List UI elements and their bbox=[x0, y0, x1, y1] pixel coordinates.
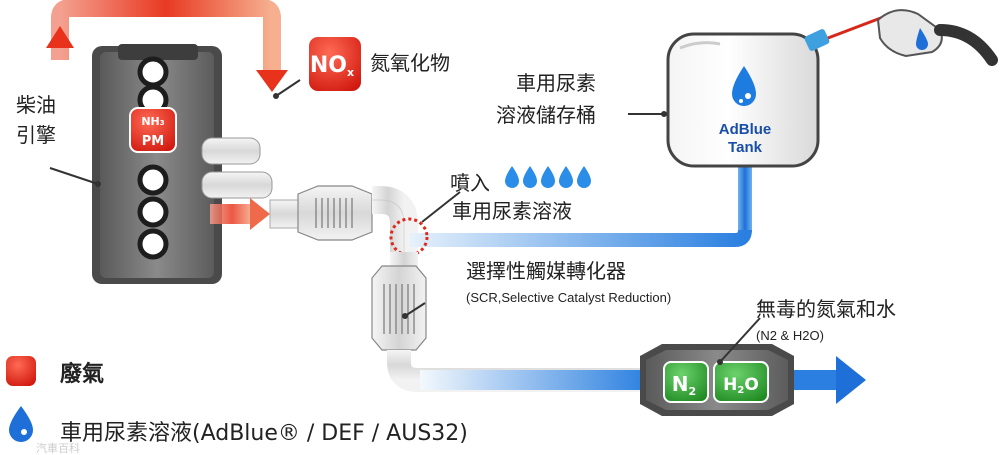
nh3-pm-badge: NH3 PM bbox=[129, 107, 177, 153]
svg-text:Tank: Tank bbox=[728, 139, 763, 156]
cylinder bbox=[137, 164, 169, 196]
n2-badge: N2 bbox=[663, 361, 709, 403]
adblue-tank: AdBlue Tank bbox=[666, 29, 830, 168]
engine-label-line2: 引擎 bbox=[16, 123, 56, 147]
legend-exhaust-swatch bbox=[6, 356, 36, 386]
droplet-icons bbox=[505, 166, 591, 188]
leader-lines bbox=[49, 79, 761, 363]
inject-label-line1: 噴入 bbox=[450, 171, 490, 195]
engine-exhaust-arrow bbox=[210, 198, 270, 230]
cylinder bbox=[137, 56, 169, 88]
injection-point-marker bbox=[389, 217, 429, 257]
droplet-icon bbox=[541, 166, 555, 188]
svg-text:AdBlue: AdBlue bbox=[719, 121, 772, 138]
nox-label: 氮氧化物 bbox=[370, 51, 450, 75]
output-pipe bbox=[420, 344, 866, 416]
def-nozzle bbox=[827, 9, 998, 66]
scr-catalyst bbox=[371, 252, 640, 392]
tank-desc-line2: 溶液儲存桶 bbox=[496, 103, 596, 127]
output-label-en: (N2 & H2O) bbox=[756, 328, 824, 343]
up-arrow-icon bbox=[46, 26, 74, 48]
down-arrow-icon bbox=[256, 70, 288, 92]
def-feed-line bbox=[410, 162, 752, 247]
tank-drop-icon bbox=[732, 66, 756, 106]
output-arrow-icon bbox=[836, 356, 866, 404]
svg-text:NOx: NOx bbox=[310, 53, 354, 79]
legend-def-label: 車用尿素溶液(AdBlue® / DEF / AUS32) bbox=[60, 421, 468, 446]
h2o-badge: H2O bbox=[713, 361, 769, 403]
inject-label-line2: 車用尿素溶液 bbox=[452, 199, 572, 223]
cylinder bbox=[137, 196, 169, 228]
droplet-icon bbox=[577, 166, 591, 188]
tank-desc-line1: 車用尿素 bbox=[516, 71, 596, 95]
svg-text:PM: PM bbox=[142, 134, 164, 149]
exhaust-pipe bbox=[269, 185, 418, 262]
droplet-icon bbox=[523, 166, 537, 188]
diesel-engine bbox=[92, 44, 273, 284]
scr-label: 選擇性觸媒轉化器 bbox=[466, 259, 626, 283]
legend: 廢氣 車用尿素溶液(AdBlue® / DEF / AUS32) bbox=[6, 356, 468, 446]
droplet-icon bbox=[559, 166, 573, 188]
svg-text:NH3: NH3 bbox=[141, 115, 164, 128]
output-label: 無毒的氮氣和水 bbox=[756, 297, 896, 321]
nox-badge: NOx bbox=[307, 35, 363, 93]
legend-drop-icon bbox=[9, 406, 33, 442]
scr-label-en: (SCR,Selective Catalyst Reduction) bbox=[466, 290, 671, 305]
legend-exhaust-label: 廢氣 bbox=[60, 361, 104, 387]
filler-cap bbox=[804, 29, 830, 51]
cylinder bbox=[137, 228, 169, 260]
oxidation-catalyst bbox=[297, 185, 373, 241]
engine-label-line1: 柴油 bbox=[16, 93, 56, 117]
watermark: 汽車百科 bbox=[36, 441, 80, 455]
nozzle-drop-icon bbox=[916, 28, 928, 50]
droplet-icon bbox=[505, 166, 519, 188]
svg-text:N2: N2 bbox=[672, 372, 696, 398]
svg-text:H2O: H2O bbox=[723, 375, 759, 396]
exhaust-loop bbox=[46, 0, 288, 92]
